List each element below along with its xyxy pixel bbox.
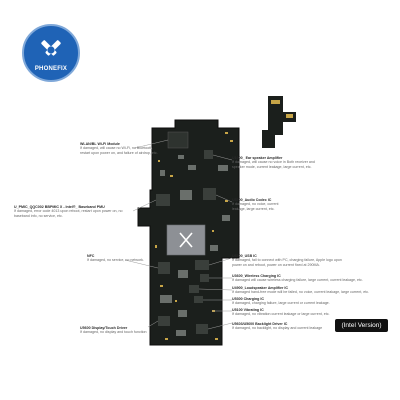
charging-ic-chip [194, 296, 203, 303]
label-loudspeaker-title: U4900_Loudspeaker Amplifier IC [232, 286, 288, 290]
wireless-charging-chip [200, 274, 209, 282]
label-display-driver: U5600 Display/Touch Driver If damaged, n… [80, 326, 147, 335]
smd-components [160, 155, 230, 336]
label-usb-title: U6300_USB IC [232, 254, 257, 258]
brand-name: PHONEFIX [34, 66, 68, 72]
baseband-pmu-chip [156, 194, 170, 206]
flex-connector-pad [286, 114, 293, 118]
brand-logo: PHONEFIX [22, 24, 80, 82]
audio-codec-chip [203, 188, 216, 200]
backlight-driver-chip [196, 324, 208, 334]
wrench-icon [41, 39, 61, 56]
label-loudspeaker-amplifier: U4900_Loudspeaker Amplifier IC If damage… [232, 286, 369, 295]
label-nfc-desc: If damaged, no service, no network. [87, 258, 144, 263]
label-wifi-module: WLAN/BL Wi-Fi Module If damaged, will ca… [80, 142, 162, 155]
flex-connector-pad [271, 100, 280, 104]
ear-speaker-amp-chip [204, 150, 213, 159]
label-vibrating-desc: If damaged, no vibration current leakage… [232, 312, 330, 317]
version-badge: (Intel Version) [335, 319, 388, 332]
label-backlight-title: U5603/U5600 Backlight Driver IC [232, 322, 288, 326]
label-usb-desc: If damaged, fail to connect with PC, cha… [232, 258, 342, 267]
label-vibrating-title: U5100 Vibrating IC [232, 308, 264, 312]
label-vibrating-ic: U5100 Vibrating IC If damaged, no vibrat… [232, 308, 329, 317]
label-audio-desc: If damaged, no voice, current leakage, l… [232, 202, 279, 211]
nfc-chip [158, 262, 170, 274]
label-loudspeaker-desc: If damaged hand-free mode will be failed… [232, 290, 370, 295]
label-charging-desc: If damaged, charging failure, large curr… [232, 301, 330, 306]
label-nfc-title: NFC [87, 254, 95, 258]
display-driver-chip [158, 316, 170, 326]
label-ear-speaker-amplifier: U1000_ Ear speaker Amplifier If damaged,… [232, 156, 327, 169]
label-earspeaker-desc: If damaged, will cause no voice in Both … [232, 160, 315, 169]
label-audio-codec: U3700_Audio Codec IC If damaged, no voic… [232, 198, 290, 211]
label-charging-ic: U5300 Charging IC If damaged, charging f… [232, 297, 330, 306]
label-nfc: NFC If damaged, no service, no network. [87, 254, 144, 263]
loudspeaker-amp-chip [189, 285, 199, 293]
label-baseband-title: U_PMIC_QQC002 BBPMIC X - Intel®_ Baseban… [14, 205, 105, 209]
label-wireless-desc: If damaged will cause wireless charging … [232, 278, 363, 283]
label-wireless-title: U3600_Wireless Charging IC [232, 274, 281, 278]
label-charging-title: U5300 Charging IC [232, 297, 264, 301]
label-earspeaker-title: U1000_ Ear speaker Amplifier [232, 156, 283, 160]
flex-connector [262, 96, 296, 148]
wifi-module-chip [167, 131, 189, 149]
label-backlight-desc: If damaged, no backlight, no display and… [232, 326, 323, 331]
leader-lines [124, 139, 233, 330]
usb-ic-chip [195, 260, 209, 270]
label-audio-title: U3700_Audio Codec IC [232, 198, 272, 202]
label-wireless-charging: U3600_Wireless Charging IC If damaged wi… [232, 274, 363, 283]
label-display-desc: If damaged, no display and touch functio… [80, 330, 147, 335]
label-wifi-desc: If damaged, will cause no Wi-Fi, no Blue… [80, 146, 158, 155]
label-baseband-pmu: U_PMIC_QQC002 BBPMIC X - Intel®_ Baseban… [14, 205, 132, 218]
label-backlight-driver: U5603/U5600 Backlight Driver IC If damag… [232, 322, 322, 331]
label-display-title: U5600 Display/Touch Driver [80, 326, 128, 330]
cpu-logo [179, 232, 193, 248]
label-baseband-desc: If damaged, error code 4013 upon reboot,… [14, 209, 123, 218]
label-usb-ic: U6300_USB IC If damaged, fail to connect… [232, 254, 350, 267]
label-wifi-title: WLAN/BL Wi-Fi Module [80, 142, 120, 146]
